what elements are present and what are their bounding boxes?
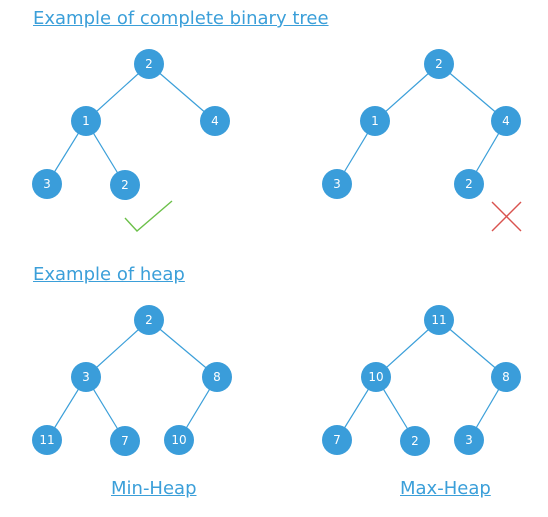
tree-node: 1 (71, 106, 101, 136)
tree-node: 7 (110, 426, 140, 456)
svg-text:2: 2 (121, 178, 129, 192)
tree-node: 2 (134, 305, 164, 335)
tree-min-heap: 2 3 8 11 7 10 (32, 305, 232, 456)
svg-text:8: 8 (502, 370, 510, 384)
svg-text:1: 1 (371, 114, 379, 128)
svg-text:11: 11 (39, 433, 54, 447)
cross-icon (491, 201, 522, 232)
tree-node: 11 (32, 425, 62, 455)
svg-text:11: 11 (431, 313, 446, 327)
tree-node: 2 (110, 170, 140, 200)
tree-node: 7 (322, 425, 352, 455)
tree-node: 10 (164, 425, 194, 455)
tree-node: 3 (71, 362, 101, 392)
min-heap-label: Min-Heap (111, 478, 197, 499)
tree-complete-invalid: 2 1 4 3 2 (322, 49, 521, 199)
svg-text:2: 2 (435, 57, 443, 71)
svg-text:8: 8 (213, 370, 221, 384)
tree-node: 3 (454, 425, 484, 455)
heap-heading: Example of heap (33, 264, 185, 285)
svg-text:4: 4 (211, 114, 219, 128)
check-icon (124, 200, 173, 232)
tree-node: 2 (424, 49, 454, 79)
tree-node: 3 (322, 169, 352, 199)
max-heap-label: Max-Heap (400, 478, 491, 499)
complete-tree-heading: Example of complete binary tree (33, 8, 329, 29)
tree-node: 3 (32, 169, 62, 199)
tree-max-heap: 11 10 8 7 2 3 (322, 305, 521, 456)
svg-text:2: 2 (145, 313, 153, 327)
tree-node: 4 (200, 106, 230, 136)
svg-text:2: 2 (411, 434, 419, 448)
tree-complete-valid: 2 1 4 3 2 (32, 49, 230, 200)
tree-node: 11 (424, 305, 454, 335)
svg-text:4: 4 (502, 114, 510, 128)
svg-text:2: 2 (145, 57, 153, 71)
tree-node: 2 (134, 49, 164, 79)
svg-text:7: 7 (333, 433, 341, 447)
tree-node: 8 (491, 362, 521, 392)
svg-text:3: 3 (43, 177, 51, 191)
svg-text:7: 7 (121, 434, 129, 448)
svg-text:1: 1 (82, 114, 90, 128)
tree-node: 4 (491, 106, 521, 136)
tree-node: 2 (454, 169, 484, 199)
tree-node: 10 (361, 362, 391, 392)
svg-text:3: 3 (465, 433, 473, 447)
svg-text:10: 10 (171, 433, 186, 447)
tree-node: 8 (202, 362, 232, 392)
svg-text:10: 10 (368, 370, 383, 384)
tree-node: 1 (360, 106, 390, 136)
tree-node: 2 (400, 426, 430, 456)
svg-text:2: 2 (465, 177, 473, 191)
svg-text:3: 3 (333, 177, 341, 191)
svg-text:3: 3 (82, 370, 90, 384)
